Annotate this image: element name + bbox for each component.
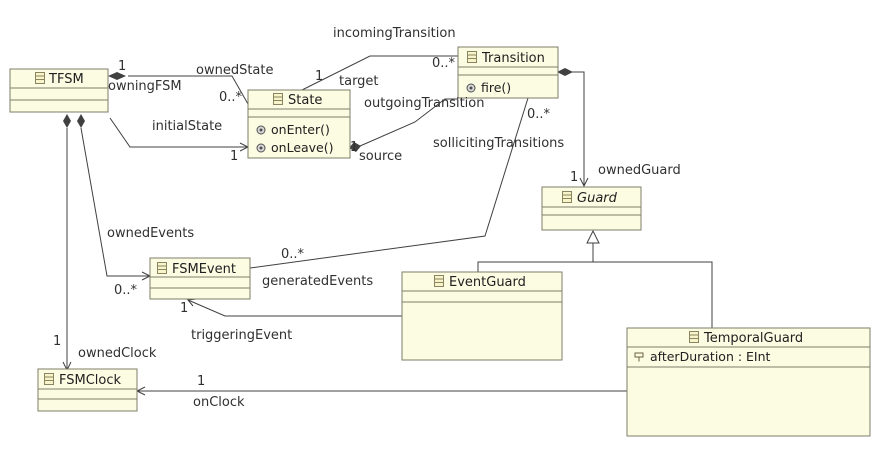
class-icon <box>273 93 283 105</box>
edge-owned-events <box>77 114 152 281</box>
label-triggering-event-mult: 1 <box>180 301 188 316</box>
class-eventguard[interactable]: EventGuard <box>401 271 563 361</box>
class-name: Guard <box>577 191 618 206</box>
class-icon <box>562 191 572 203</box>
class-name: TFSM <box>48 72 84 87</box>
edge-owned-clock <box>62 114 72 372</box>
class-temporalguard[interactable]: TemporalGuard afterDuration : EInt <box>626 327 871 437</box>
composition-diamond-icon <box>349 142 361 152</box>
edge-outgoing-transition <box>349 98 458 152</box>
class-icon <box>35 72 45 84</box>
label-owned-state: ownedState <box>196 63 274 78</box>
label-owning-fsm-mult: 1 <box>118 59 126 74</box>
label-incoming-transition: incomingTransition <box>333 26 456 41</box>
attribute-after-duration[interactable]: afterDuration : EInt <box>650 349 771 364</box>
label-owned-guard: ownedGuard <box>598 163 681 178</box>
label-owned-clock-mult: 1 <box>53 334 61 349</box>
edge-generated-events <box>249 97 529 269</box>
composition-diamond-icon <box>108 72 126 80</box>
label-initial-state-mult: 1 <box>230 149 238 164</box>
label-target: target <box>339 74 379 89</box>
class-name: FSMEvent <box>172 262 236 277</box>
label-on-clock-mult: 1 <box>197 374 205 389</box>
operation-icon <box>256 125 266 135</box>
label-outgoing-transition: outgoingTransition <box>364 96 484 111</box>
edge-owned-guard <box>557 68 589 188</box>
composition-diamond-icon <box>557 68 573 76</box>
label-owning-fsm: owningFSM <box>108 79 182 94</box>
label-target-mult: 1 <box>315 69 323 84</box>
label-generated-events-mult: 0..* <box>281 247 305 262</box>
label-source: source <box>359 149 402 164</box>
composition-diamond-icon <box>77 114 85 128</box>
class-fsmevent[interactable]: FSMEvent <box>149 257 251 300</box>
class-transition[interactable]: Transition fire() <box>457 46 559 99</box>
label-solliciting-transitions: sollicitingTransitions <box>433 136 564 151</box>
class-fsmclock[interactable]: FSMClock <box>37 368 138 412</box>
class-state[interactable]: State onEnter() onLeave() <box>247 89 351 159</box>
operation-on-enter[interactable]: onEnter() <box>271 122 330 137</box>
class-name: FSMClock <box>59 373 122 388</box>
operation-icon <box>256 143 266 153</box>
label-owned-clock: ownedClock <box>78 346 157 361</box>
edge-incoming-transition <box>299 55 458 92</box>
edge-generalization-guard <box>477 229 713 328</box>
label-triggering-event: triggeringEvent <box>191 328 292 343</box>
generalization-triangle-icon <box>586 229 600 244</box>
class-icon <box>689 331 699 343</box>
arrowhead-icon <box>579 177 589 188</box>
label-generated-events: generatedEvents <box>262 274 373 289</box>
class-icon <box>467 51 477 63</box>
label-owned-state-mult: 0..* <box>219 90 243 105</box>
class-name: State <box>288 93 322 108</box>
class-guard[interactable]: Guard <box>541 186 642 231</box>
edge-on-clock <box>135 386 627 396</box>
label-source-mult: 1 <box>350 140 358 155</box>
operation-icon <box>466 83 476 93</box>
label-owned-guard-mult: 1 <box>570 170 578 185</box>
class-icon <box>157 262 167 274</box>
class-icon <box>44 373 54 385</box>
label-incoming-mult: 0..* <box>432 56 456 71</box>
class-name: TemporalGuard <box>703 331 803 346</box>
edge-owned-state <box>108 72 249 105</box>
operation-fire[interactable]: fire() <box>481 80 511 95</box>
label-solliciting-mult: 0..* <box>527 107 551 122</box>
class-icon <box>434 275 444 287</box>
label-initial-state: initialState <box>152 119 222 134</box>
composition-diamond-icon <box>63 114 71 128</box>
class-name: Transition <box>481 51 545 66</box>
class-tfsm[interactable]: TFSM <box>9 68 109 113</box>
class-name: EventGuard <box>449 275 526 290</box>
operation-on-leave[interactable]: onLeave() <box>271 140 334 155</box>
label-on-clock: onClock <box>193 395 245 410</box>
edge-triggering-event <box>187 298 402 317</box>
label-owned-events-mult: 0..* <box>114 283 138 298</box>
label-owned-events: ownedEvents <box>107 226 194 241</box>
